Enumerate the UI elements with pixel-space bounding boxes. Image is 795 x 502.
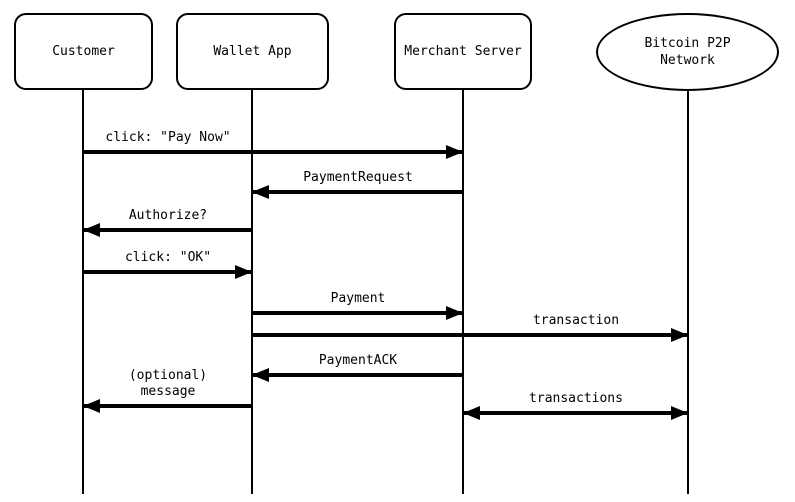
message-line-payment-request <box>252 190 463 194</box>
arrowhead-right-icon <box>235 265 252 279</box>
participant-customer: Customer <box>14 13 153 90</box>
participant-bitcoin-p2p-network: Bitcoin P2P Network <box>596 13 779 91</box>
arrowhead-left-icon <box>252 368 269 382</box>
message-label-payment-ack: PaymentACK <box>318 353 398 368</box>
message-label-transactions: transactions <box>529 391 623 406</box>
message-label-click-ok: click: "OK" <box>124 250 212 265</box>
message-label-click-pay-now: click: "Pay Now" <box>105 130 231 145</box>
message-line-optional-message <box>83 404 252 408</box>
message-line-payment-ack <box>252 373 463 377</box>
message-line-authorize <box>83 228 252 232</box>
message-label-transaction: transaction <box>532 313 620 328</box>
arrowhead-right-icon <box>446 145 463 159</box>
arrowhead-right-icon <box>446 306 463 320</box>
message-label-payment: Payment <box>330 291 386 306</box>
message-line-transactions <box>463 411 688 415</box>
lifeline-wallet-app <box>251 90 253 494</box>
arrowhead-right-icon <box>671 406 688 420</box>
message-line-click-pay-now <box>83 150 463 154</box>
message-line-payment <box>252 311 463 315</box>
message-label-authorize: Authorize? <box>128 208 208 223</box>
arrowhead-right-icon <box>671 328 688 342</box>
arrowhead-left-icon <box>83 223 100 237</box>
message-line-transaction <box>252 333 688 337</box>
message-label-payment-request: PaymentRequest <box>303 170 413 185</box>
lifeline-merchant-server <box>462 90 464 494</box>
lifeline-customer <box>82 90 84 494</box>
message-line-click-ok <box>83 270 252 274</box>
arrowhead-left-icon <box>252 185 269 199</box>
message-label-optional-message: (optional) message <box>128 368 208 399</box>
participant-wallet-app: Wallet App <box>176 13 329 90</box>
arrowhead-left-icon <box>463 406 480 420</box>
arrowhead-left-icon <box>83 399 100 413</box>
lifeline-bitcoin-p2p-network <box>687 90 689 494</box>
participant-merchant-server: Merchant Server <box>394 13 532 90</box>
